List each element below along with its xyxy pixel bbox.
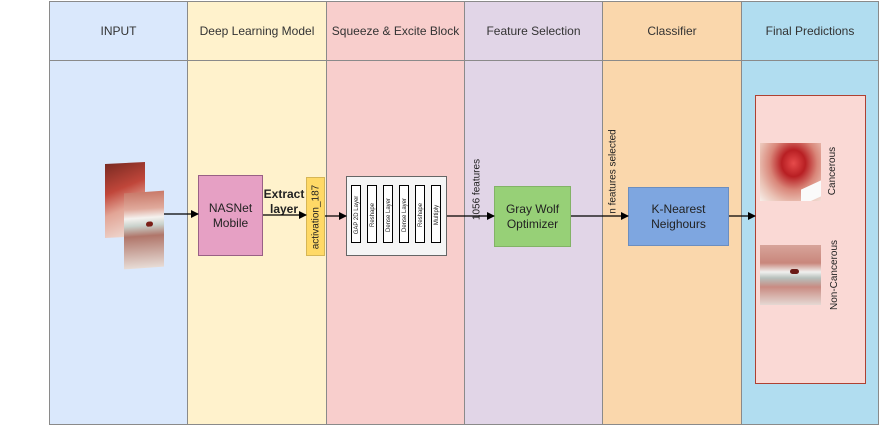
cancerous-image — [760, 143, 821, 201]
knn-node: K-Nearest Neighours — [628, 187, 729, 246]
extract-layer-label: Extract layer — [263, 187, 305, 216]
non-cancerous-image — [760, 245, 821, 305]
nasnet-mobile-node: NASNet Mobile — [198, 175, 263, 256]
se-layer-dense-layer: Dense Layer — [399, 185, 409, 243]
lane-header-classifier: Classifier — [603, 2, 741, 61]
se-layer-dense-layer: Dense Layer — [383, 185, 393, 243]
lane-header-se: Squeeze & Excite Block — [327, 2, 464, 61]
lane-header-input: INPUT — [50, 2, 187, 61]
lane-header-feature: Feature Selection — [465, 2, 602, 61]
lane-header-model: Deep Learning Model — [188, 2, 326, 61]
se-layer-reshape: Reshape — [415, 185, 425, 243]
se-layer-multiply: Multiply — [431, 185, 441, 243]
lane-header-final: Final Predictions — [742, 2, 878, 61]
gray-wolf-optimizer-node: Gray Wolf Optimizer — [494, 186, 571, 247]
se-layer-reshape: Reshape — [367, 185, 377, 243]
se-layer-gap-2d-layer: GAP 2D Layer — [351, 185, 361, 243]
